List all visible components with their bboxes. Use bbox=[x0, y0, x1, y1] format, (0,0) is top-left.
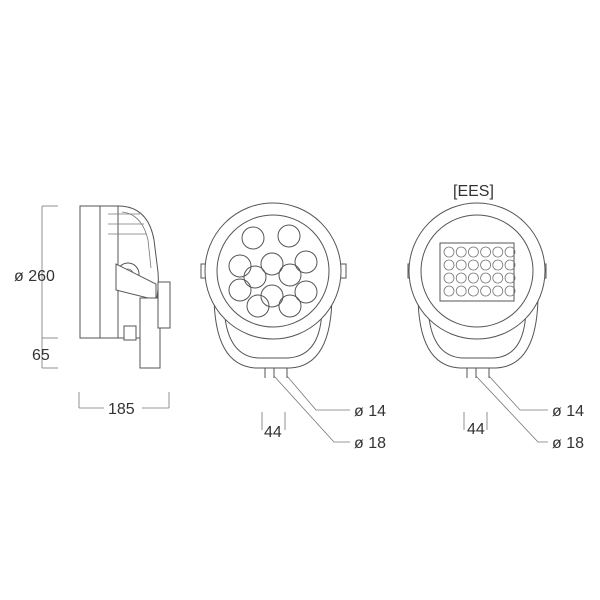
leader-line-18 bbox=[475, 375, 548, 443]
led-lens bbox=[278, 294, 302, 318]
u-bracket-inner bbox=[223, 305, 323, 359]
led-dot bbox=[480, 246, 492, 258]
led-dot bbox=[443, 285, 455, 297]
led-dot bbox=[467, 246, 479, 258]
led-dot bbox=[492, 285, 504, 297]
led-dot bbox=[504, 285, 516, 297]
led-dot bbox=[455, 259, 467, 271]
led-lens bbox=[243, 265, 267, 289]
ees-dim-18-label: ø 18 bbox=[552, 435, 584, 452]
dim-185-label: 185 bbox=[108, 401, 135, 418]
front-dim-44-label: 44 bbox=[264, 424, 282, 441]
ees-housing-outer-ring bbox=[408, 202, 546, 340]
bracket-plate bbox=[139, 297, 161, 369]
housing-body bbox=[79, 205, 119, 339]
led-lens bbox=[277, 224, 301, 248]
led-lens bbox=[241, 226, 265, 250]
led-dot bbox=[455, 272, 467, 284]
led-lens bbox=[246, 294, 270, 318]
u-bracket-outer bbox=[417, 293, 539, 369]
dim-65-label: 65 bbox=[32, 347, 50, 364]
led-lens bbox=[294, 280, 318, 304]
front-dim-14-label: ø 14 bbox=[354, 403, 386, 420]
led-dot bbox=[480, 259, 492, 271]
dim-260-label: ø 260 bbox=[14, 268, 55, 285]
front-dim-18-label: ø 18 bbox=[354, 435, 386, 452]
led-dot bbox=[480, 272, 492, 284]
led-dot bbox=[455, 246, 467, 258]
front-housing-outer-ring bbox=[204, 202, 342, 340]
led-lens bbox=[260, 252, 284, 276]
lens-bezel-line bbox=[121, 211, 152, 269]
led-array-panel bbox=[439, 242, 515, 302]
led-lens bbox=[228, 254, 252, 278]
led-dot bbox=[467, 285, 479, 297]
led-lens-cluster bbox=[228, 224, 318, 318]
led-dot bbox=[480, 285, 492, 297]
side-view: ø 260 65 185 bbox=[14, 205, 171, 418]
led-dot bbox=[467, 272, 479, 284]
led-dot bbox=[443, 272, 455, 284]
led-array-grid bbox=[443, 246, 516, 297]
front-housing-inner-ring bbox=[216, 214, 330, 328]
leader-line-14 bbox=[286, 375, 350, 411]
u-bracket-inner bbox=[427, 305, 527, 359]
cable-gland bbox=[123, 325, 137, 341]
ees-view: [EES] ø 14 ø 18 44 bbox=[407, 183, 584, 452]
led-dot bbox=[492, 272, 504, 284]
led-dot bbox=[467, 259, 479, 271]
u-bracket-outer bbox=[213, 293, 333, 369]
ees-housing-inner-ring bbox=[420, 214, 534, 328]
front-view: ø 14 ø 18 44 bbox=[200, 202, 386, 452]
led-lens bbox=[294, 250, 318, 274]
led-lens bbox=[228, 278, 252, 302]
led-dot bbox=[504, 259, 516, 271]
led-dot bbox=[504, 246, 516, 258]
led-lens bbox=[278, 263, 302, 287]
led-dot bbox=[492, 259, 504, 271]
leader-line-18 bbox=[273, 375, 350, 443]
ees-label: [EES] bbox=[453, 183, 494, 200]
led-dot bbox=[504, 272, 516, 284]
led-dot bbox=[443, 259, 455, 271]
ees-dim-44-label: 44 bbox=[467, 421, 485, 438]
ees-dim-14-label: ø 14 bbox=[552, 403, 584, 420]
leader-line-14 bbox=[488, 375, 548, 411]
bracket-flange bbox=[157, 281, 171, 329]
led-dot bbox=[455, 285, 467, 297]
led-dot bbox=[443, 246, 455, 258]
led-lens bbox=[260, 284, 284, 308]
led-dot bbox=[492, 246, 504, 258]
